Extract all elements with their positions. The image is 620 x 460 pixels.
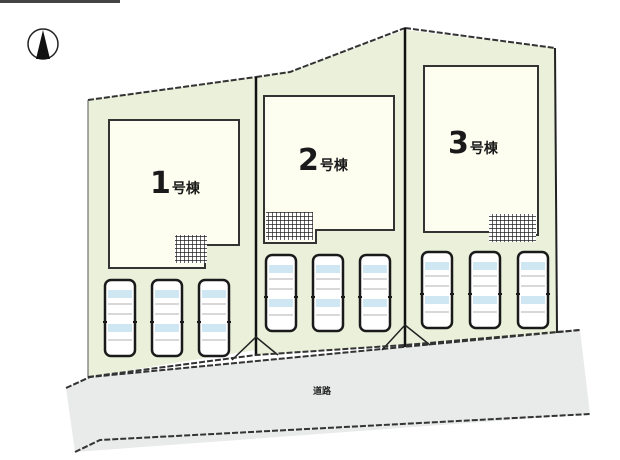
- lot-2-number: 2: [298, 143, 319, 178]
- lot-2: [255, 27, 406, 355]
- lot-1-number: 1: [150, 166, 171, 201]
- lot-dividers: [231, 28, 431, 361]
- lot-3-suffix: 号棟: [469, 141, 498, 157]
- lot-3-parking-1: [418, 250, 456, 330]
- north-arrow-icon: [27, 28, 59, 60]
- lot-3-porch-grid: [489, 214, 536, 242]
- lot-2-parking-3: [356, 253, 394, 333]
- lot-3: [404, 27, 558, 345]
- lot-1-suffix: 号棟: [171, 181, 200, 197]
- frontage-line: [87, 329, 581, 378]
- lot-1-parking-1: [101, 278, 139, 358]
- lot-2-porch-grid: [266, 212, 313, 240]
- road-label: 道路: [313, 387, 332, 397]
- lot-1-parking-3: [195, 278, 233, 358]
- lot-3-number: 3: [448, 126, 469, 161]
- lot-2-parking-1: [262, 253, 300, 333]
- lot-2-parking-2: [309, 253, 347, 333]
- lot-3-parking-2: [466, 250, 504, 330]
- lot-3-parking-3: [514, 250, 552, 330]
- lot-1: [87, 76, 257, 377]
- lot-1-parking-2: [148, 278, 186, 358]
- lot-2-suffix: 号棟: [319, 158, 348, 174]
- header-rule: [0, 0, 120, 3]
- lot-1-porch-grid: [175, 235, 207, 263]
